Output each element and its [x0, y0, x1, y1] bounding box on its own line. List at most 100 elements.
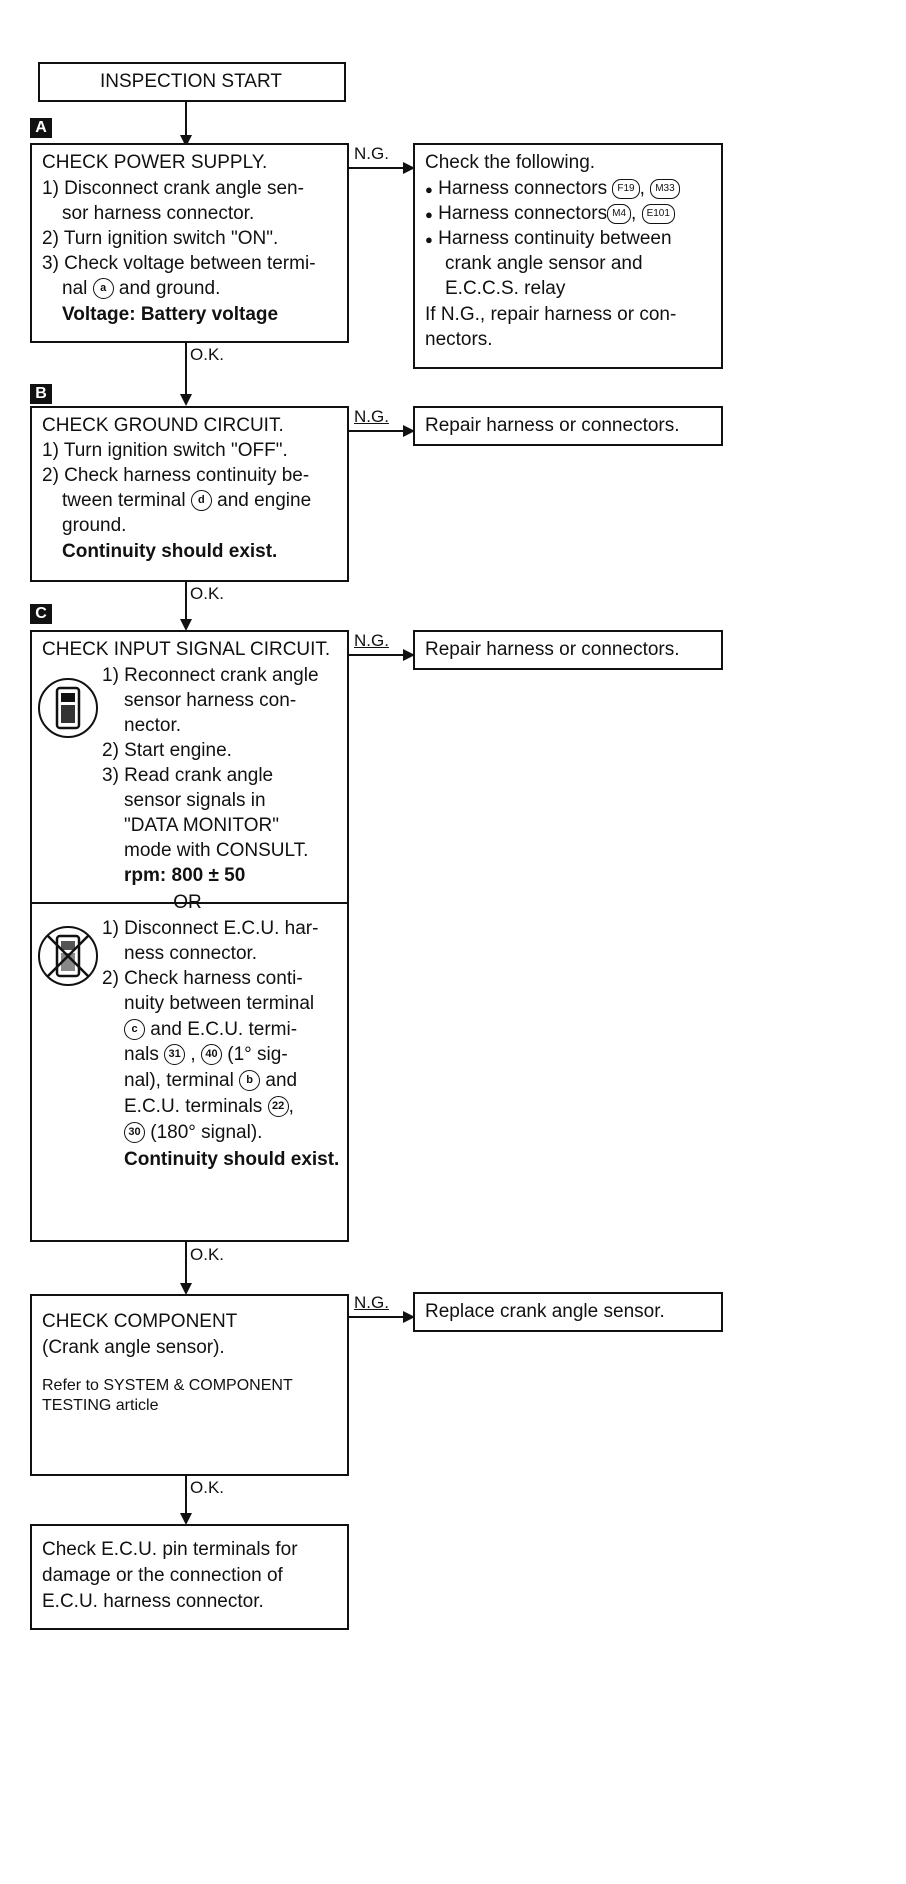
connector-e101-icon: E101: [641, 203, 675, 224]
manual-line: c and E.C.U. termi-: [124, 1018, 297, 1042]
arrow-down-icon: [180, 619, 192, 631]
or-label: OR: [122, 891, 254, 915]
start-box: INSPECTION START: [38, 62, 346, 102]
consult-line: mode with CONSULT.: [124, 840, 309, 861]
connector-line: [185, 343, 187, 395]
ng-d-text: Replace crank angle sensor.: [425, 1301, 665, 1322]
consult-tester-icon: [38, 678, 98, 738]
connector-line: [185, 102, 187, 136]
manual-text: (1° sig-: [227, 1044, 288, 1065]
step-b-emphasis: Continuity should exist.: [62, 541, 278, 562]
consult-line: 2) Start engine.: [102, 740, 232, 761]
manual-text: ,: [190, 1044, 196, 1065]
connector-line: [185, 582, 187, 620]
final-line: damage or the connection of: [42, 1565, 283, 1586]
step-c-box: CHECK INPUT SIGNAL CIRCUIT. 1) Reconnect…: [30, 630, 349, 1242]
step-b-line: ground.: [62, 515, 127, 536]
start-label: INSPECTION START: [100, 71, 282, 92]
ng-c-text: Repair harness or connectors.: [425, 639, 680, 660]
ok-label-c: O.K.: [190, 1245, 225, 1264]
manual-text: nals: [124, 1044, 159, 1065]
step-c-title: CHECK INPUT SIGNAL CIRCUIT.: [42, 639, 331, 660]
bullet-icon: ●: [425, 207, 433, 222]
terminal-a-icon: a: [92, 278, 114, 300]
terminal-22-icon: 22: [267, 1096, 289, 1118]
or-divider: [32, 902, 347, 904]
manual-text: nal), terminal: [124, 1070, 234, 1091]
ok-label-d: O.K.: [190, 1478, 225, 1497]
ng-line-a: [349, 167, 405, 169]
ng-box-b: Repair harness or connectors.: [413, 406, 723, 446]
manual-line: 30 (180° signal).: [124, 1121, 262, 1145]
ng-a-comma: ,: [631, 203, 637, 224]
or-text: OR: [173, 892, 202, 913]
ng-a-text: Harness continuity between: [438, 228, 672, 249]
ng-box-d: Replace crank angle sensor.: [413, 1292, 723, 1332]
step-d-title: CHECK COMPONENT: [42, 1311, 238, 1332]
arrow-down-icon: [180, 394, 192, 406]
step-a-line: nal a and ground.: [62, 277, 220, 301]
step-a-box: CHECK POWER SUPPLY. 1) Disconnect crank …: [30, 143, 349, 343]
step-a-marker: A: [30, 118, 52, 138]
arrow-right-icon: [403, 425, 415, 437]
terminal-b-icon: b: [239, 1070, 261, 1092]
step-b-text: tween terminal: [62, 490, 186, 511]
bullet-icon: ●: [425, 182, 433, 197]
consult-emphasis: rpm: 800 ± 50: [124, 865, 246, 886]
consult-line: sensor harness con-: [124, 690, 297, 711]
ng-a-line: E.C.C.S. relay: [445, 278, 566, 299]
or-rule-right-line: [207, 902, 254, 904]
ng-a-outro: nectors.: [425, 329, 493, 350]
ng-line-c: [349, 654, 405, 656]
arrow-down-icon: [180, 1283, 192, 1295]
final-box: Check E.C.U. pin terminals for damage or…: [30, 1524, 349, 1630]
step-a-line: 3) Check voltage between termi-: [42, 253, 316, 274]
step-a-ground: and ground.: [118, 278, 221, 299]
step-a-title: CHECK POWER SUPPLY.: [42, 152, 268, 173]
step-d-box: CHECK COMPONENT (Crank angle sensor). Re…: [30, 1294, 349, 1476]
ng-a-bullet: ● Harness continuity between: [425, 227, 672, 252]
arrow-right-icon: [403, 649, 415, 661]
final-line: Check E.C.U. pin terminals for: [42, 1539, 298, 1560]
ng-box-c: Repair harness or connectors.: [413, 630, 723, 670]
ng-label-a: N.G.: [354, 144, 389, 163]
step-a-line: 1) Disconnect crank angle sen-: [42, 178, 304, 199]
terminal-c-icon: c: [124, 1019, 145, 1041]
manual-text: and: [265, 1070, 298, 1091]
manual-line: nal), terminal b and: [124, 1069, 297, 1093]
consult-line: 1) Reconnect crank angle: [102, 665, 319, 686]
ng-box-a: Check the following. ● Harness connector…: [413, 143, 723, 369]
ok-label-a: O.K.: [190, 345, 225, 364]
step-b-box: CHECK GROUND CIRCUIT. 1) Turn ignition s…: [30, 406, 349, 582]
manual-line: E.C.U. terminals 22,: [124, 1095, 294, 1119]
manual-line: ness connector.: [124, 943, 258, 964]
manual-line: nuity between terminal: [124, 993, 315, 1014]
ng-label-d: N.G.: [354, 1293, 389, 1312]
terminal-30-icon: 30: [124, 1122, 145, 1144]
manual-text: and E.C.U. termi-: [150, 1019, 298, 1040]
step-b-text: and engine: [217, 490, 312, 511]
manual-line: 2) Check harness conti-: [102, 968, 303, 989]
step-d-note: TESTING article: [42, 1397, 159, 1414]
ng-a-bullet: ● Harness connectors F19, M33: [425, 177, 680, 202]
consult-line: nector.: [124, 715, 182, 736]
connector-line: [185, 1476, 187, 1514]
arrow-down-icon: [180, 1513, 192, 1525]
ng-line-b: [349, 430, 405, 432]
arrow-right-icon: [403, 162, 415, 174]
step-c-marker: C: [30, 604, 52, 624]
or-rule-left-line: [122, 902, 168, 904]
step-b-line: 1) Turn ignition switch "OFF".: [42, 440, 288, 461]
step-d-note: Refer to SYSTEM & COMPONENT: [42, 1377, 293, 1394]
ng-a-intro: Check the following.: [425, 152, 596, 173]
terminal-40-icon: 40: [200, 1044, 222, 1066]
consult-line: sensor signals in: [124, 790, 266, 811]
step-a-nal: nal: [62, 278, 88, 299]
no-consult-icon: [38, 926, 98, 986]
ok-label-b: O.K.: [190, 584, 225, 603]
bullet-icon: ●: [425, 232, 433, 247]
ng-label-c: N.G.: [354, 631, 389, 650]
step-a-line: 2) Turn ignition switch "ON".: [42, 228, 279, 249]
connector-m33-icon: M33: [650, 178, 680, 199]
